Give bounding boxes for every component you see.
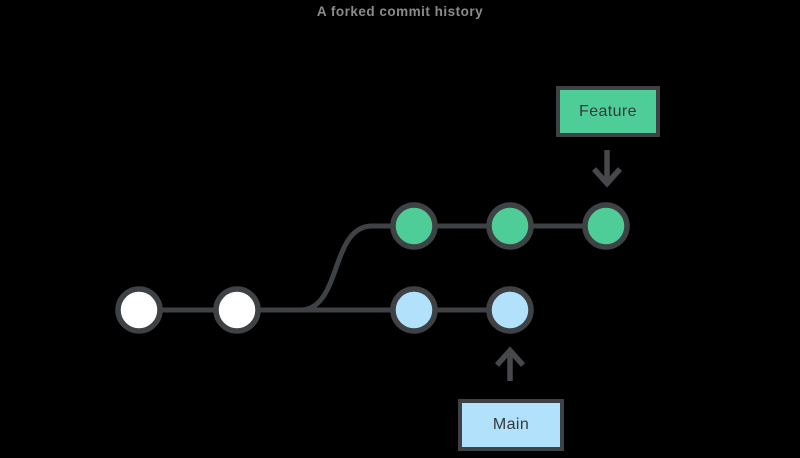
main-commit-1 [390, 286, 438, 334]
base-commit-1 [115, 286, 163, 334]
main-branch-label-text: Main [492, 416, 530, 433]
main-arrow-up-icon [494, 346, 526, 381]
feature-branch-label-text: Feature [579, 102, 637, 120]
feature-commit-2 [486, 202, 534, 250]
main-branch-label: Main [458, 399, 564, 451]
diagram-title: A forked commit history [316, 4, 484, 19]
feature-arrow-down-icon [591, 150, 623, 188]
feature-branch-label: Feature [556, 86, 660, 137]
feature-commit-3 [582, 202, 630, 250]
main-commit-2 [486, 286, 534, 334]
fork-curve [299, 223, 373, 313]
base-commit-2 [213, 286, 261, 334]
feature-commit-1 [390, 202, 438, 250]
